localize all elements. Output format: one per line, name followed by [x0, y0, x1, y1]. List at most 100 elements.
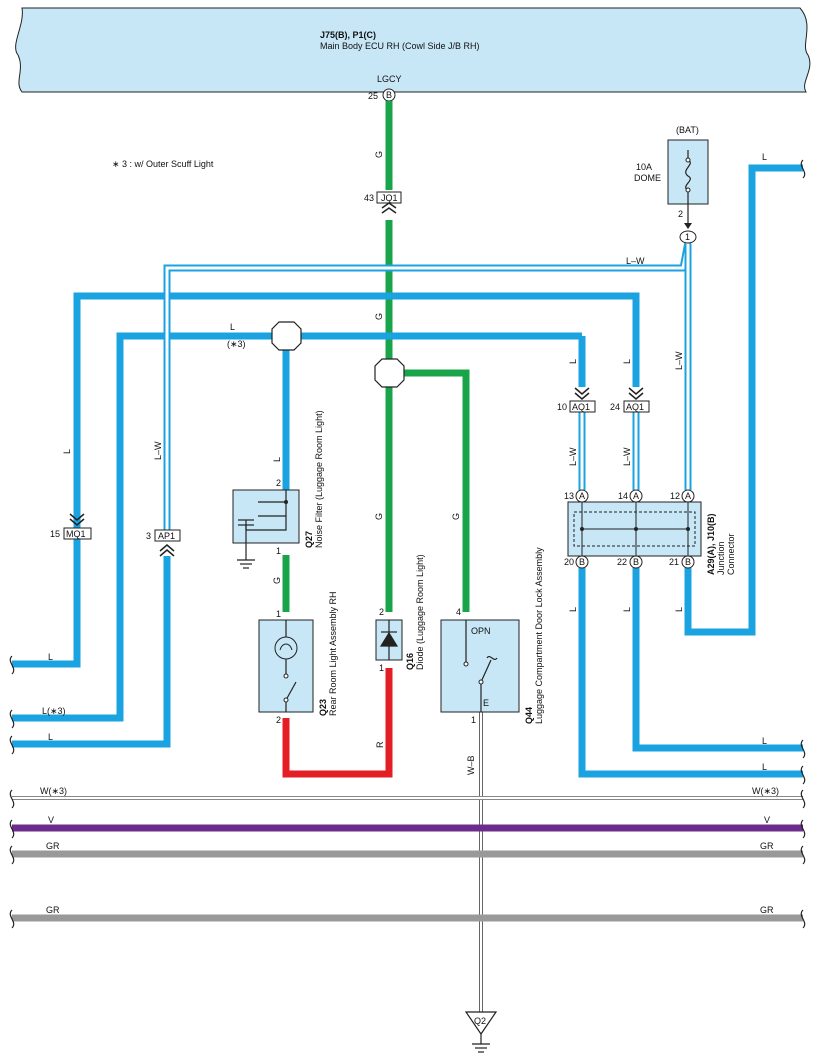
q44-pin-bottom: 1: [471, 715, 476, 725]
fuse-joint-no: 1: [685, 232, 690, 242]
jc-bottom-conn-3: B: [685, 557, 691, 567]
svg-text:L: L: [622, 607, 632, 612]
right-break-marks: [800, 159, 806, 929]
q23-pin-bottom: 2: [276, 715, 281, 725]
q44-opn: OPN: [471, 626, 491, 636]
svg-text:L: L: [762, 762, 767, 772]
fuse-symbol: [685, 150, 691, 204]
svg-text:G: G: [374, 513, 384, 520]
ecu-pin-conn-letter: B: [386, 90, 392, 100]
q16-diode-icon: [379, 620, 399, 660]
q16-code: Q16: [405, 653, 415, 670]
q44-code: Q44: [524, 707, 534, 724]
ap1-pin: 3: [146, 531, 151, 541]
svg-text:L–W: L–W: [153, 441, 163, 460]
jc-bottom-pin-2: 22: [617, 557, 627, 567]
connector-ap1: [154, 529, 181, 557]
jc-top-conn-2: A: [633, 491, 639, 501]
mq1-id: MQ1: [66, 529, 86, 539]
jc-top-conn-1: A: [579, 491, 585, 501]
q44-e: E: [483, 698, 489, 708]
svg-text:L–W: L–W: [622, 447, 632, 466]
svg-text:L: L: [230, 322, 235, 332]
ground-q2-icon: [464, 1011, 498, 1053]
jc-label: A29(A), J10(B) Junction Connector: [706, 513, 736, 575]
svg-text:L: L: [674, 607, 684, 612]
svg-text:L: L: [622, 359, 632, 364]
svg-text:L(∗3): L(∗3): [42, 706, 66, 716]
svg-text:(∗3): (∗3): [227, 339, 246, 349]
ecu-id: J75(B), P1(C): [320, 30, 376, 40]
svg-text:G: G: [272, 577, 282, 584]
jq1-pin: 43: [364, 193, 374, 203]
jc-bottom-conn-2: B: [633, 557, 639, 567]
aq1-24-id: AQ1: [626, 402, 644, 412]
svg-text:GR: GR: [760, 905, 774, 915]
jc-bottom-pin-1: 20: [564, 557, 574, 567]
svg-text:G: G: [374, 313, 384, 320]
jc-top-pin-3: 12: [670, 491, 680, 501]
ecu-pin-no: 25: [368, 91, 378, 101]
svg-text:R: R: [375, 741, 385, 748]
q23-code: Q23: [318, 699, 328, 716]
q27-capacitor-icon: [237, 490, 287, 569]
wire-labels: G G G G G R W–B L L L L L L L L–W L–W L–…: [40, 151, 779, 915]
left-break-marks: [9, 655, 15, 929]
fuse-rating: 10A: [636, 162, 652, 172]
jc-top-pin-1: 13: [564, 491, 574, 501]
q44-label: Q44 Luggage Compartment Door Lock Assemb…: [524, 547, 544, 724]
svg-text:L: L: [48, 732, 53, 742]
junction-pin-circles: [575, 489, 695, 569]
mq1-pin: 15: [50, 529, 60, 539]
svg-text:W(∗3): W(∗3): [752, 786, 779, 796]
q23-name: Rear Room Light Assembly RH: [328, 591, 338, 716]
connector-mq1: [63, 513, 92, 540]
svg-text:L: L: [568, 359, 578, 364]
ap1-id: AP1: [158, 531, 175, 541]
svg-text:W–B: W–B: [466, 755, 476, 775]
fuse-pin: 2: [678, 209, 683, 219]
fuse-source: (BAT): [676, 125, 699, 135]
svg-text:L: L: [762, 152, 767, 162]
svg-text:G: G: [451, 513, 461, 520]
jc-bottom-pin-3: 21: [669, 557, 679, 567]
svg-text:V: V: [48, 815, 54, 825]
svg-text:L: L: [272, 457, 282, 462]
aq1-10-pin: 10: [557, 402, 567, 412]
joint-octagon-center: [374, 358, 405, 388]
svg-text:L–W: L–W: [568, 447, 578, 466]
q27-name: Noise Filter (Luggage Room Light): [314, 410, 324, 548]
jc-top-conn-3: A: [685, 491, 691, 501]
jc-name2: Connector: [726, 533, 736, 575]
q27-pin-bottom: 1: [276, 546, 281, 556]
ecu-name: Main Body ECU RH (Cowl Side J/B RH): [320, 41, 480, 51]
aq1-24-pin: 24: [610, 402, 620, 412]
svg-text:L: L: [48, 652, 53, 662]
joint-octagon-left: [271, 321, 302, 351]
svg-text:G: G: [374, 151, 384, 158]
ecu-panel: [15, 7, 811, 93]
q23-label: Q23 Rear Room Light Assembly RH: [318, 591, 338, 716]
q44-pin-top: 4: [456, 607, 461, 617]
q23-pin-top: 1: [276, 609, 281, 619]
svg-text:GR: GR: [46, 905, 60, 915]
svg-text:GR: GR: [760, 841, 774, 851]
blue-wires: [12, 164, 803, 778]
lw-wires: [73, 241, 692, 556]
q27-code: Q27: [304, 531, 314, 548]
svg-text:W(∗3): W(∗3): [40, 786, 67, 796]
jc-bottom-conn-1: B: [579, 557, 585, 567]
connector-jq1: [376, 191, 402, 214]
q44-box: [440, 619, 520, 713]
svg-text:L: L: [762, 736, 767, 746]
q44-switch-icon: [465, 620, 498, 712]
jq1-id: JQ1: [381, 193, 398, 203]
red-wire: [282, 668, 393, 778]
svg-text:GR: GR: [46, 841, 60, 851]
svg-text:L: L: [568, 607, 578, 612]
q44-name: Luggage Compartment Door Lock Assembly: [534, 547, 544, 724]
svg-text:V: V: [764, 815, 770, 825]
fuse-name: DOME: [634, 173, 661, 183]
green-wires: [282, 101, 470, 612]
